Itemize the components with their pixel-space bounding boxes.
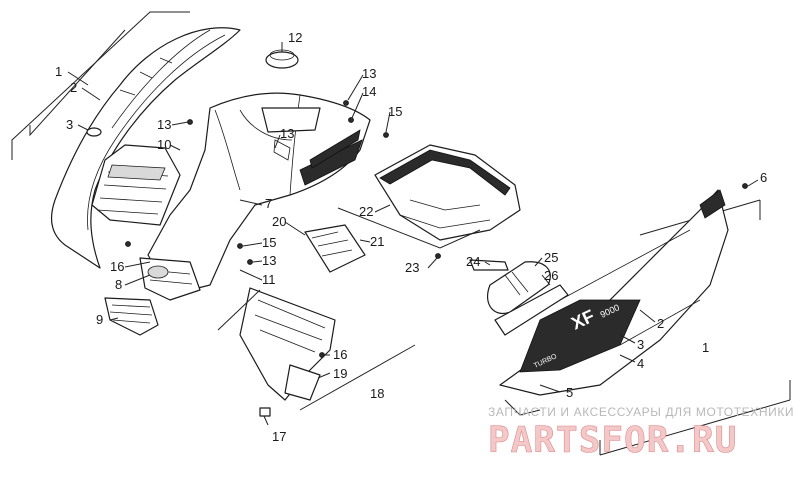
callout-11: 11 xyxy=(262,272,276,287)
callout-22: 22 xyxy=(359,204,373,219)
callout-26: 26 xyxy=(544,268,558,283)
watermark-caption: ЗАПЧАСТИ И АКСЕССУАРЫ ДЛЯ МОТОТЕХНИКИ xyxy=(488,405,794,419)
callout-4: 4 xyxy=(637,356,644,371)
callout-5: 5 xyxy=(566,385,573,400)
callout-2-right: 2 xyxy=(657,316,664,331)
strap xyxy=(469,259,509,271)
hardware-fasteners xyxy=(125,100,748,358)
callout-25: 25 xyxy=(544,250,558,265)
callout-13-lower: 13 xyxy=(262,253,276,268)
leader-lines xyxy=(67,42,759,426)
callout-13-center: 13 xyxy=(280,126,294,141)
storage-tray xyxy=(337,144,521,249)
callout-3-left: 3 xyxy=(66,117,73,132)
headlight-lens xyxy=(104,297,159,336)
callout-20: 20 xyxy=(272,214,286,229)
lower-bracket xyxy=(217,287,416,417)
callout-8: 8 xyxy=(115,277,122,292)
callout-9: 9 xyxy=(96,312,103,327)
callout-12: 12 xyxy=(288,30,302,45)
canister xyxy=(487,261,551,314)
right-side-panel xyxy=(499,189,791,456)
callout-16-right: 16 xyxy=(333,347,347,362)
callout-13-upper-left: 13 xyxy=(157,117,171,132)
holder xyxy=(494,284,569,336)
callout-15-lower: 15 xyxy=(262,235,276,250)
callout-24: 24 xyxy=(466,254,480,269)
callout-13-top-right: 13 xyxy=(362,66,376,81)
callout-7: 7 xyxy=(265,196,272,211)
watermark: ЗАПЧАСТИ И АКСЕССУАРЫ ДЛЯ МОТОТЕХНИКИ PA… xyxy=(488,405,794,461)
callout-17: 17 xyxy=(272,429,286,444)
watermark-brand: PARTSFOR.RU xyxy=(488,420,737,461)
callout-14: 14 xyxy=(362,84,376,99)
callout-19: 19 xyxy=(333,366,347,381)
callout-16-left: 16 xyxy=(110,259,124,274)
callout-18: 18 xyxy=(370,386,384,401)
callout-21: 21 xyxy=(370,234,384,249)
vent-panel xyxy=(91,144,181,226)
left-side-panel xyxy=(11,11,241,269)
callout-23: 23 xyxy=(405,260,419,275)
callout-1-left: 1 xyxy=(55,64,62,79)
callout-6: 6 xyxy=(760,170,767,185)
callout-labels: 1 2 3 13 10 12 13 14 15 13 7 22 20 21 15… xyxy=(55,30,767,444)
hood xyxy=(139,92,371,301)
callout-15-upper: 15 xyxy=(388,104,402,119)
callout-3-right: 3 xyxy=(637,337,644,352)
callout-10: 10 xyxy=(157,137,171,152)
gauge-cover xyxy=(265,49,299,69)
decal-20 xyxy=(304,224,366,273)
callout-1-right: 1 xyxy=(702,340,709,355)
callout-2-left: 2 xyxy=(70,80,77,95)
